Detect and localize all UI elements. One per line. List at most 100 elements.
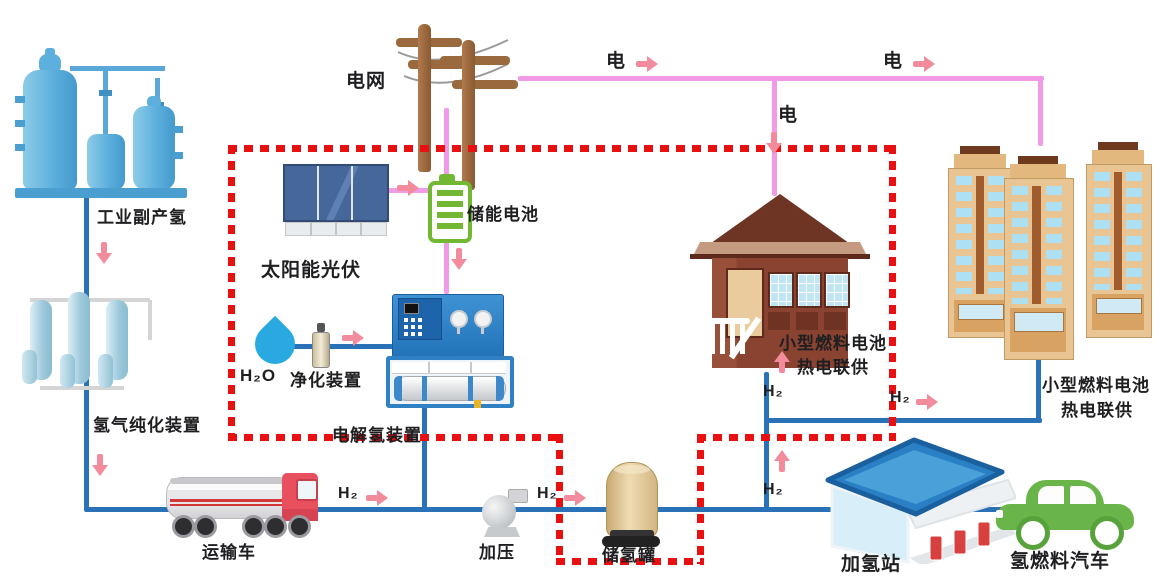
tank-cap (39, 54, 61, 74)
label-electrolyzer: 电解氢装置 (332, 426, 422, 445)
h2-arrow-down-icon (92, 454, 108, 478)
truck-wheel (172, 515, 195, 538)
station-shape (825, 437, 1018, 566)
crossarm (408, 60, 474, 69)
car-wheel (1090, 516, 1124, 550)
base-window (958, 304, 1004, 320)
panel-divider (317, 166, 319, 220)
panel-buttons (404, 318, 408, 322)
base-divider (360, 223, 362, 235)
drop-shape (246, 315, 304, 373)
electricity-arrow-down-icon (766, 132, 782, 156)
h2-arrow-up-icon (774, 448, 790, 472)
tank-stub (15, 96, 25, 103)
truck-tank (166, 477, 294, 519)
compressor-icon (478, 489, 530, 541)
buildings-chp-icon (946, 142, 1168, 366)
highlight-box-bottom-right (697, 434, 896, 441)
compressor-body (482, 495, 516, 529)
porch-pickets (690, 324, 695, 354)
pipe-bottom-main (84, 507, 832, 512)
yellow-stub (474, 400, 481, 408)
tank-highlight (614, 465, 650, 474)
cylinder-band (468, 376, 473, 401)
pipe-water-feed (288, 344, 393, 349)
refueling-station-icon (818, 424, 1018, 566)
crossarm (452, 80, 518, 89)
tower-windows (988, 176, 1004, 294)
label-house-chp-line2: 热电联供 (797, 358, 869, 377)
h2-arrow-right-icon (564, 490, 588, 506)
house-shutter (796, 312, 818, 330)
transport-truck-icon (162, 463, 322, 539)
truck-wheel (194, 515, 217, 538)
mid-tank (87, 134, 125, 190)
plant-pipe (70, 66, 165, 71)
house-roof (690, 194, 870, 259)
h2-cylinder (394, 376, 506, 401)
house-window (796, 272, 822, 308)
base-window (1096, 298, 1142, 314)
car-window (1070, 486, 1096, 506)
tower-windows (1012, 186, 1028, 304)
label-electricity-flow: 电 (883, 51, 904, 72)
label-buildings-chp-line2: 热电联供 (1061, 401, 1133, 420)
filter-knob (317, 323, 325, 332)
label-electricity-flow: 电 (606, 51, 627, 72)
tower-stripe (976, 176, 984, 294)
tower-roof (960, 146, 1000, 156)
power-line-to-buildings (1038, 76, 1043, 146)
cylinder-cap (394, 376, 402, 401)
purifier-pipe (30, 298, 150, 302)
highlight-tank-bottom (556, 558, 704, 565)
tower-windows (1094, 172, 1110, 290)
purifier-pipe (40, 386, 124, 390)
cylinder-band (422, 376, 427, 401)
gauge-stem (481, 326, 484, 334)
skid-frame (386, 356, 514, 408)
house-door (726, 268, 764, 338)
tower-windows (1126, 172, 1142, 290)
tank-stripe (170, 499, 288, 502)
house-chp-icon (686, 192, 874, 380)
water-drop-icon (246, 315, 304, 373)
car-wheel (1016, 516, 1050, 550)
label-h2-flow: H₂ (763, 481, 784, 498)
tower-stripe (1114, 172, 1122, 290)
house-window (768, 272, 794, 308)
plant-pipe (103, 66, 108, 136)
frame-divider (428, 362, 430, 373)
label-refueling-station: 加氢站 (841, 554, 902, 575)
cab-window (296, 479, 318, 501)
panel-divider (351, 166, 353, 220)
label-fuel-cell-vehicle: 氢燃料汽车 (1010, 551, 1111, 572)
label-compressor: 加压 (479, 543, 515, 562)
power-grid-pole-icon (396, 10, 518, 190)
label-storage-battery: 储能电池 (467, 205, 539, 224)
label-h2-flow: H₂ (338, 485, 359, 502)
highlight-tank-left (556, 434, 563, 564)
crossarm (440, 56, 510, 65)
tank-collar (610, 530, 654, 538)
gauge-stem (457, 326, 460, 334)
tank-body (606, 462, 658, 538)
power-line-grid-to-battery (444, 108, 449, 178)
panel-base (285, 222, 387, 236)
label-h2-flow: H₂ (537, 485, 558, 502)
label-hydrogen-storage-tank: 储氢罐 (602, 546, 656, 565)
right-tank (133, 106, 175, 190)
base-divider (310, 223, 312, 235)
fuel-cell-car-icon (996, 478, 1138, 550)
panel-screen (404, 303, 419, 314)
label-h2-flow: H₂ (763, 383, 784, 400)
storage-battery-icon (428, 174, 472, 243)
label-h2-flow: H₂ (890, 389, 911, 406)
purifier-vessel (98, 354, 113, 388)
solar-panel (283, 164, 389, 222)
label-hydrogen-purification-unit: 氢气纯化装置 (93, 416, 201, 435)
pole (418, 24, 431, 172)
solar-arrow-right-icon (397, 180, 421, 196)
plant-valve (99, 90, 112, 96)
tower-cap (954, 154, 1006, 168)
